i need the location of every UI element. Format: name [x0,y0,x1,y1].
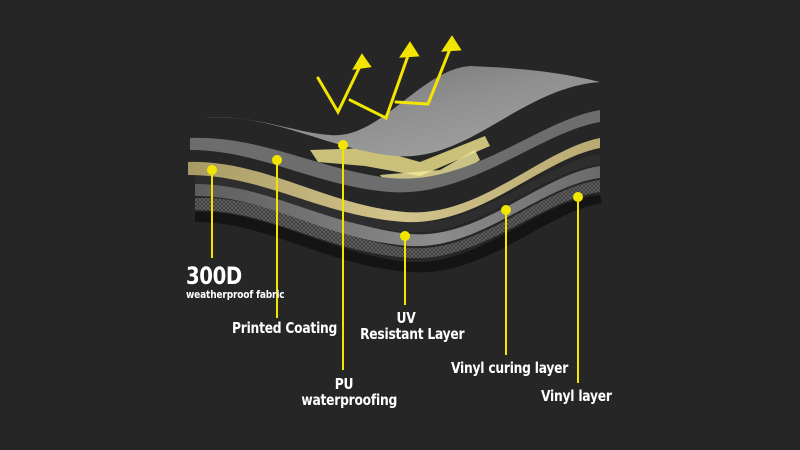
label-pu-line1: PU [334,375,354,393]
label-pu-line2: waterproofing [301,391,398,409]
label-uv-line2: Resistant Layer [360,325,465,343]
zigzag-arrows-icon [316,35,462,121]
label-pu-waterproofing: PU waterproofing [301,375,398,409]
fabric-layer-sheet [205,66,600,157]
label-uv-line1: UV [396,309,416,327]
label-300d-subtitle: weatherproof fabric [186,288,285,301]
callouts [207,140,583,383]
label-vinyl-curing-layer: Vinyl curing layer [451,359,569,377]
label-300d-title: 300D [186,262,242,290]
label-uv-resistant: UV Resistant Layer [360,309,465,343]
pu-layer-highlight [310,136,490,176]
printed-coating-sheet [190,110,600,193]
label-300d-fabric: 300D weatherproof fabric [186,262,285,301]
pu-layer-sheet [188,138,600,223]
label-printed-coating: Printed Coating [232,319,338,337]
label-vinyl-layer: Vinyl layer [541,387,612,405]
